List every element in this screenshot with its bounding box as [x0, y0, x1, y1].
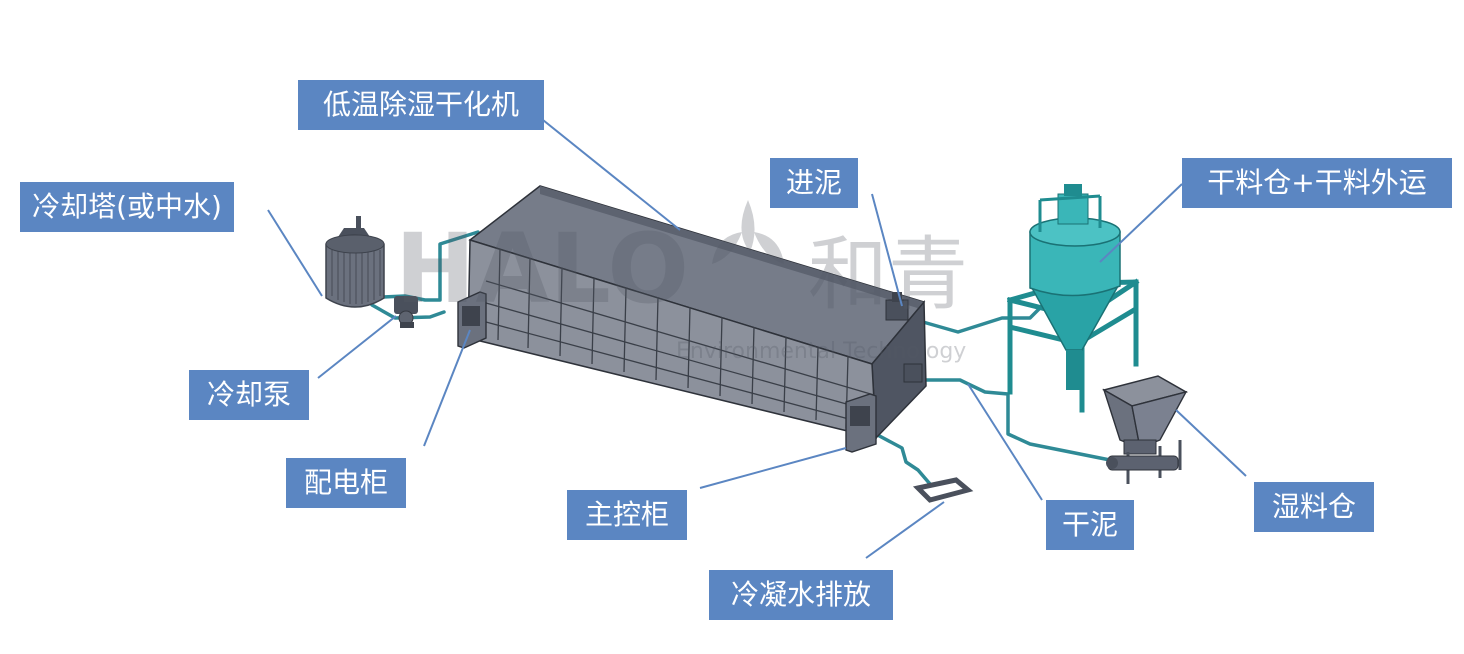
label-condensate-discharge: 冷凝水排放	[709, 570, 893, 620]
label-cooling-pump: 冷却泵	[189, 370, 309, 420]
label-dry-silo: 干料仓+干料外运	[1182, 158, 1452, 208]
watermark-tagline: Environmental Technology	[676, 339, 966, 364]
wet-silo	[1102, 375, 1188, 484]
condensate-pipe	[870, 430, 932, 486]
leader-dry-silo	[1099, 183, 1183, 263]
leader-condensate	[865, 501, 945, 559]
leader-cooling-pump	[317, 315, 397, 379]
distribution-cabinet	[457, 291, 487, 349]
watermark-leaf-icon	[712, 200, 784, 264]
leader-dry-sludge	[967, 383, 1043, 501]
label-dryer: 低温除湿干化机	[298, 80, 544, 130]
leader-dryer	[537, 115, 681, 231]
leader-distribution-cabinet	[423, 329, 471, 447]
leader-cooling-tower	[267, 209, 323, 297]
condensate-tray	[912, 477, 974, 503]
dry-silo	[1006, 184, 1140, 413]
label-sludge-inlet: 进泥	[770, 158, 858, 208]
cooling-tower	[325, 216, 385, 308]
label-distribution-cabinet: 配电柜	[286, 458, 406, 508]
dryer-machine	[467, 185, 927, 440]
cooling-pump	[394, 296, 418, 328]
label-dry-sludge: 干泥	[1046, 500, 1134, 550]
watermark-brand-latin: HALO	[395, 213, 689, 325]
leader-wet-silo	[1175, 409, 1247, 477]
leader-lines	[267, 115, 1247, 559]
main-control-cabinet	[845, 393, 877, 453]
label-main-control-cabinet: 主控柜	[567, 490, 687, 540]
watermark: HALO 和青 Environmental Technology	[395, 200, 968, 364]
watermark-brand-cn: 和青	[808, 228, 968, 321]
leader-main-control	[699, 447, 847, 489]
label-cooling-tower: 冷却塔(或中水)	[20, 182, 234, 232]
label-wet-silo: 湿料仓	[1254, 482, 1374, 532]
leader-sludge-inlet	[871, 193, 903, 307]
